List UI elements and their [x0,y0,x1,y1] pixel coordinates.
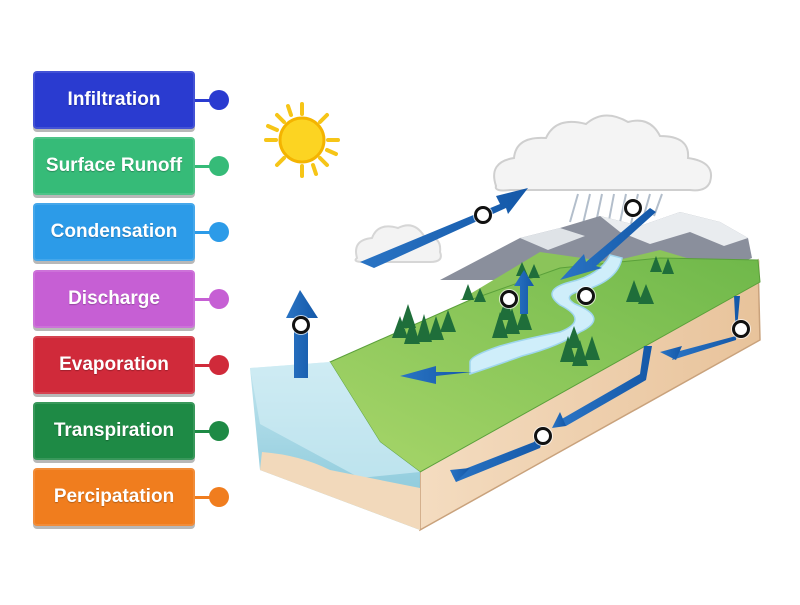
label-surface-runoff[interactable]: Surface Runoff [33,137,263,197]
evaporation-arrow [286,290,318,378]
label-connector [195,231,221,234]
landscape [329,254,761,473]
drop-target-transpiration[interactable] [500,290,518,308]
runoff-arrow [400,366,472,384]
label-infiltration[interactable]: Infiltration [33,71,263,131]
label-anchor-dot[interactable] [209,421,229,441]
drop-target-evaporation[interactable] [292,316,310,334]
forest [392,256,674,366]
lake [250,362,420,530]
label-anchor-dot[interactable] [209,156,229,176]
label-tile[interactable]: Discharge [33,270,195,328]
label-tile[interactable]: Surface Runoff [33,137,195,195]
label-tile[interactable]: Condensation [33,203,195,261]
drop-target-condensation[interactable] [474,206,492,224]
label-tile[interactable]: Evaporation [33,336,195,394]
precipitation-arrow [560,208,656,280]
label-anchor-dot[interactable] [209,355,229,375]
label-anchor-dot[interactable] [209,487,229,507]
infiltration-arrow [672,296,740,360]
label-transpiration[interactable]: Transpiration [33,402,263,462]
label-tile[interactable]: Percipatation [33,468,195,526]
drop-target-infiltration[interactable] [732,320,750,338]
sun-icon [264,102,340,178]
flow-arrows [286,188,740,482]
label-tile[interactable]: Transpiration [33,402,195,460]
label-bank: Infiltration Surface Runoff Condensation… [0,0,240,600]
label-connector [195,99,221,102]
label-connector [195,364,221,367]
label-anchor-dot[interactable] [209,222,229,242]
label-anchor-dot[interactable] [209,90,229,110]
label-evaporation[interactable]: Evaporation [33,336,263,396]
label-condensation[interactable]: Condensation [33,203,263,263]
water-cycle-diagram [240,0,800,600]
label-connector [195,165,221,168]
water-cycle-illustration [250,102,761,532]
label-discharge[interactable]: Discharge [33,270,263,330]
drop-target-precipitation[interactable] [624,199,642,217]
label-connector [195,430,221,433]
label-connector [195,496,221,499]
drop-target-surface-runoff[interactable] [577,287,595,305]
label-tile[interactable]: Infiltration [33,71,195,129]
label-percipatation[interactable]: Percipatation [33,468,263,528]
label-anchor-dot[interactable] [209,289,229,309]
label-connector [195,298,221,301]
drop-target-discharge[interactable] [534,427,552,445]
transpiration-arrow [514,270,534,314]
condensation-arrow [360,188,528,268]
